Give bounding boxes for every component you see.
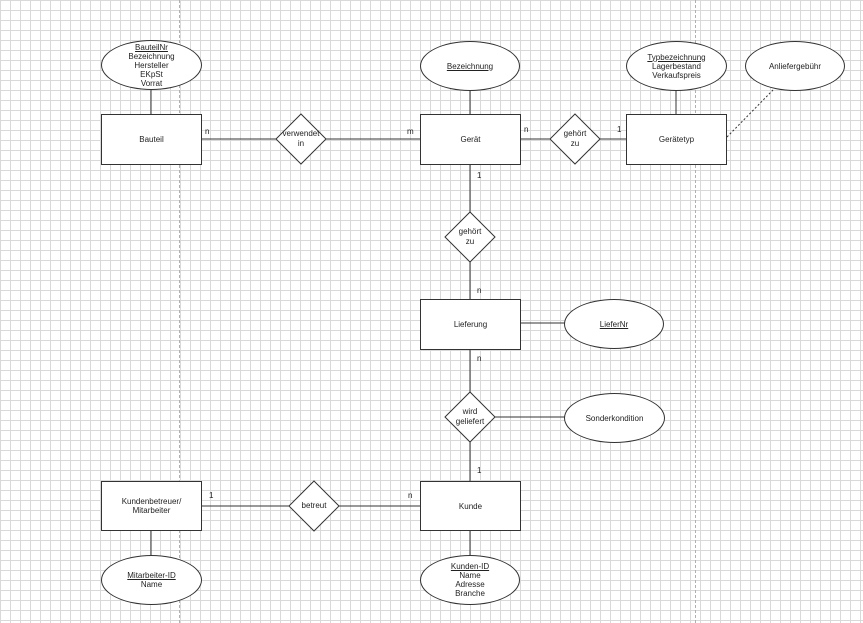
- attr-name: Name: [140, 580, 163, 589]
- attribute-geraetetyp[interactable]: Typbezeichnung Lagerbestand Verkaufsprei…: [626, 41, 727, 91]
- cardinality-bauteil-verwendet: n: [205, 127, 210, 136]
- attribute-kunde[interactable]: Kunden-ID Name Adresse Branche: [420, 555, 520, 605]
- entity-lieferung[interactable]: Lieferung: [420, 299, 521, 350]
- rel-text-line2: geliefert: [455, 417, 485, 426]
- cardinality-typ-geraetetyp: 1: [617, 125, 622, 134]
- relationship-betreut: [288, 480, 340, 532]
- attribute-sonderkondition[interactable]: Sonderkondition: [564, 393, 665, 443]
- cardinality-betreut-kunde: n: [408, 491, 413, 500]
- relationship-label-gehoert-zu-lieferung[interactable]: gehört zu: [445, 212, 495, 262]
- cardinality-mitarbeiter-betreut: 1: [209, 491, 214, 500]
- entity-label: Lieferung: [453, 320, 488, 329]
- cardinality-verwendet-geraet: m: [407, 127, 414, 136]
- rel-text-line1: wird: [462, 407, 478, 416]
- rel-text-line1: betreut: [301, 501, 327, 510]
- guide-line-left: [179, 0, 180, 623]
- attr-lagerbestand: Lagerbestand: [652, 61, 701, 71]
- rel-text-line2: zu: [570, 139, 580, 148]
- attr-adresse: Adresse: [455, 580, 485, 589]
- entity-label: Bauteil: [139, 135, 164, 144]
- relationship-gehoert-zu-lieferung: [444, 211, 496, 263]
- attr-key-bauteilnr: BauteilNr: [135, 42, 168, 52]
- entity-kundenbetreuer[interactable]: Kundenbetreuer/ Mitarbeiter: [101, 481, 202, 531]
- relationship-label-wird-geliefert[interactable]: wird geliefert: [445, 392, 495, 442]
- attribute-bauteil[interactable]: BauteilNr Bezeichnung Hersteller EKpSt V…: [101, 40, 202, 90]
- relationship-label-verwendet-in[interactable]: verwendet in: [276, 114, 326, 164]
- attr-bezeichnung: Bezeichnung: [128, 51, 175, 61]
- attr-sonderkondition: Sonderkondition: [585, 413, 644, 423]
- cardinality-lieferung-down: n: [477, 354, 482, 363]
- attr-name: Name: [459, 571, 481, 580]
- attr-key-liefernr: LieferNr: [599, 319, 629, 329]
- relationship-gehoert-zu-typ: [549, 113, 601, 165]
- guide-line-right: [695, 0, 696, 623]
- attr-ekpst: EKpSt: [140, 69, 163, 79]
- cardinality-lieferung-up: n: [477, 286, 482, 295]
- attr-key-kunden-id: Kunden-ID: [450, 562, 490, 571]
- entity-bauteil[interactable]: Bauteil: [101, 114, 202, 165]
- attribute-anliefergebuehr[interactable]: Anliefergebühr: [745, 41, 845, 91]
- entity-label-line2: Mitarbeiter: [132, 506, 171, 515]
- attr-key-bezeichnung: Bezeichnung: [446, 61, 494, 71]
- rel-text-line2: zu: [465, 237, 475, 246]
- entity-kunde[interactable]: Kunde: [420, 481, 521, 531]
- attribute-lieferung[interactable]: LieferNr: [564, 299, 664, 349]
- rel-text-line1: gehört: [458, 227, 482, 236]
- attr-verkaufspreis: Verkaufspreis: [652, 70, 701, 80]
- connector-anliefergebuehr: [726, 89, 774, 138]
- attr-hersteller: Hersteller: [134, 60, 169, 70]
- attribute-geraet[interactable]: Bezeichnung: [420, 41, 520, 91]
- attr-key-mitarbeiter-id: Mitarbeiter-ID: [127, 571, 176, 580]
- rel-text-line1: gehört: [563, 129, 587, 138]
- cardinality-geraet-typ: n: [524, 125, 529, 134]
- relationship-label-gehoert-zu-typ[interactable]: gehört zu: [550, 114, 600, 164]
- relationship-label-betreut[interactable]: betreut: [289, 481, 339, 531]
- relationship-wird-geliefert: [444, 391, 496, 443]
- entity-geraetetyp[interactable]: Gerätetyp: [626, 114, 727, 165]
- entity-label-line1: Kundenbetreuer/: [121, 497, 182, 506]
- attr-branche: Branche: [455, 589, 485, 598]
- attr-key-typbezeichnung: Typbezeichnung: [647, 52, 706, 62]
- entity-label: Gerät: [460, 135, 481, 144]
- cardinality-geraet-down: 1: [477, 171, 482, 180]
- attr-vorrat: Vorrat: [140, 78, 163, 88]
- cardinality-kunde-up: 1: [477, 466, 482, 475]
- rel-text-line1: verwendet: [282, 129, 320, 138]
- relationship-verwendet-in: [275, 113, 327, 165]
- entity-label: Kunde: [458, 501, 483, 511]
- attribute-mitarbeiter[interactable]: Mitarbeiter-ID Name: [101, 555, 202, 605]
- entity-label: Gerätetyp: [658, 135, 695, 144]
- entity-geraet[interactable]: Gerät: [420, 114, 521, 165]
- attr-anliefergebuehr: Anliefergebühr: [768, 61, 822, 71]
- rel-text-line2: in: [297, 139, 305, 148]
